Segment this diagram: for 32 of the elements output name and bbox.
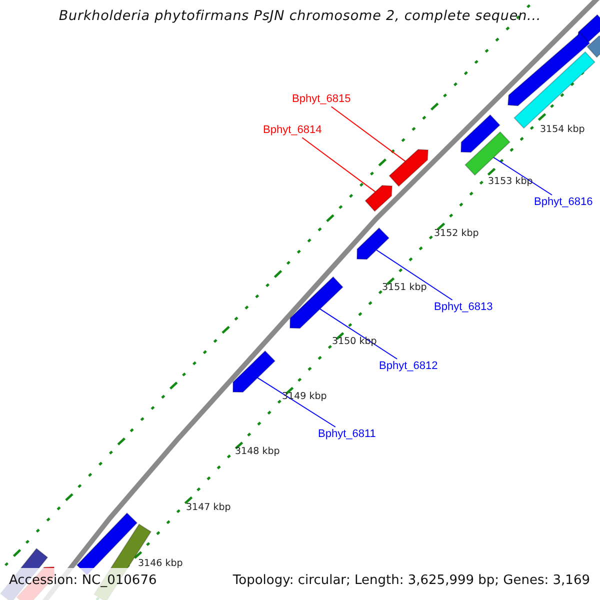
leader-line (257, 377, 336, 428)
scale-label: 3154 kbp (540, 125, 585, 136)
gene-feature (460, 114, 500, 153)
scale-label: 3153 kbp (488, 177, 533, 188)
gene-feature (232, 350, 276, 393)
scale-label: 3146 kbp (138, 559, 183, 570)
gene-label: Bphyt_6816 (534, 196, 593, 209)
leader-line (330, 106, 406, 162)
leader-line (493, 156, 552, 196)
gene-label: Bphyt_6815 (292, 93, 351, 106)
gene-label: Bphyt_6814 (263, 124, 322, 137)
summary-text: Topology: circular; Length: 3,625,999 bp; Genes: 3,169 (232, 574, 590, 589)
gene-label: Bphyt_6811 (318, 428, 376, 441)
gene-feature (577, 14, 600, 43)
accession-text: Accession: NC_010676 (9, 574, 157, 589)
scale-label: 3148 kbp (235, 447, 280, 458)
gene-feature (290, 276, 344, 329)
gene-feature (586, 35, 600, 58)
gene-feature (364, 185, 393, 212)
gene-label: Bphyt_6813 (434, 301, 493, 314)
scale-label: 3151 kbp (382, 283, 427, 294)
leader-line (376, 250, 453, 300)
leader-line (302, 137, 376, 192)
gene-feature (464, 131, 510, 176)
scale-label: 3152 kbp (434, 229, 479, 240)
gene-feature (507, 32, 590, 106)
gene-feature (356, 227, 390, 260)
map-title: Burkholderia phytofirmans PsJN chromosome 2, complete sequen... (58, 9, 542, 25)
scale-label: 3147 kbp (186, 503, 231, 514)
leader-line (320, 308, 398, 360)
gene-label: Bphyt_6812 (379, 360, 438, 373)
gene-feature (388, 149, 429, 187)
